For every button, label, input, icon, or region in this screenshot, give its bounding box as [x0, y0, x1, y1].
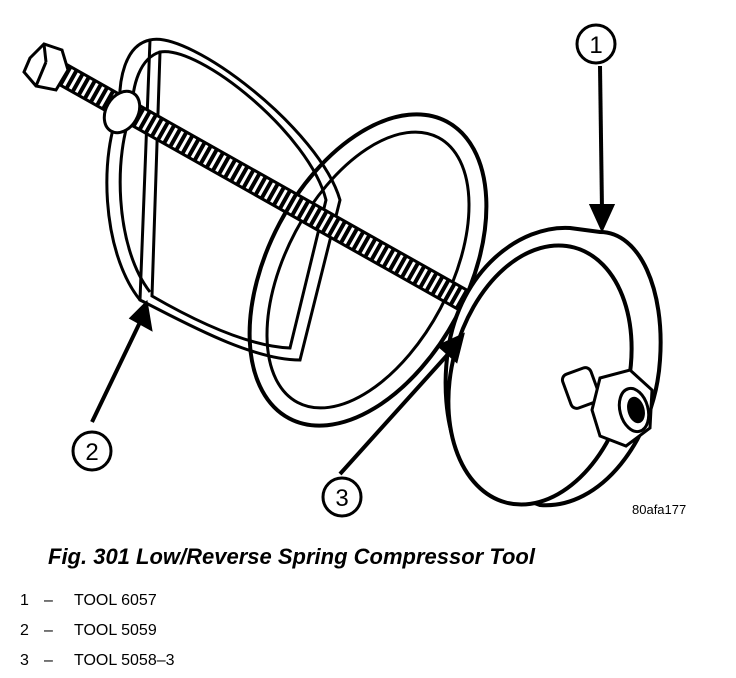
callout-3: 3	[321, 476, 363, 518]
legend-label: TOOL 5059	[74, 622, 157, 639]
legend-label: TOOL 5058–3	[74, 652, 175, 669]
legend-number: 1	[20, 592, 29, 609]
image-code: 80afa177	[632, 502, 686, 517]
legend-dash: –	[44, 652, 53, 669]
svg-text:3: 3	[335, 485, 348, 512]
legend-number: 2	[20, 622, 29, 639]
legend-dash: –	[44, 592, 53, 609]
legend-label: TOOL 6057	[74, 592, 157, 609]
callout-2: 2	[71, 430, 113, 472]
figure-caption: Fig. 301 Low/Reverse Spring Compressor T…	[48, 544, 535, 569]
leader-arrows	[90, 65, 616, 476]
legend-number: 3	[20, 652, 29, 669]
left-hex-nut	[22, 42, 70, 92]
legend-item: 1 – TOOL 6057	[20, 586, 175, 616]
callout-1: 1	[575, 23, 617, 65]
disc-center-nut	[560, 366, 654, 448]
svg-text:2: 2	[85, 439, 98, 466]
svg-text:1: 1	[589, 32, 602, 59]
legend-dash: –	[44, 622, 53, 639]
legend: 1 – TOOL 6057 2 – TOOL 5059 3 – TOOL 505…	[20, 586, 175, 676]
spring-compressor-illustration: 1 2 3 80afa177	[22, 23, 686, 518]
rod-collar	[102, 89, 142, 135]
legend-item: 3 – TOOL 5058–3	[20, 646, 175, 676]
legend-item: 2 – TOOL 5059	[20, 616, 175, 646]
